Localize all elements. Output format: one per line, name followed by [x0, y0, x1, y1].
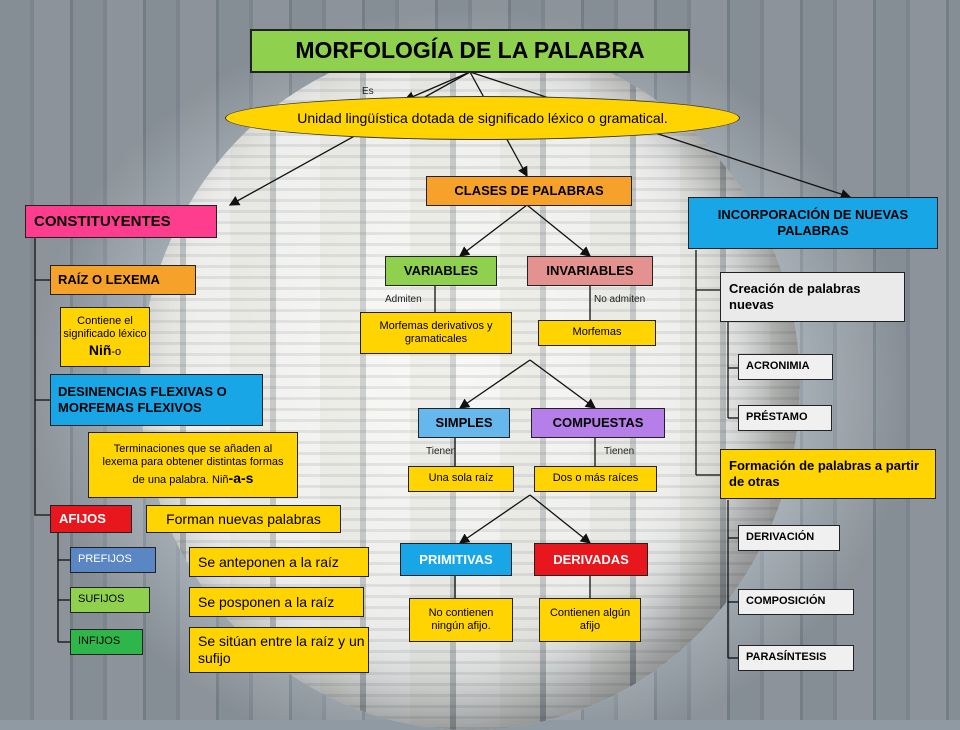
prefijos-description-box: Se anteponen a la raíz — [189, 547, 369, 577]
desinencias-description-text: Terminaciones que se añaden al lexema pa… — [102, 443, 284, 486]
raiz-description-box: Contiene el significado léxico Niñ-o — [60, 307, 150, 367]
variables-box: VARIABLES — [385, 256, 497, 286]
tienen-label-1: Tienen — [426, 446, 457, 457]
constituyentes-box: CONSTITUYENTES — [25, 205, 217, 238]
prestamo-box: PRÉSTAMO — [738, 405, 832, 431]
no-admiten-label: No admiten — [594, 294, 646, 305]
dos-o-mas-raices-box: Dos o más raíces — [534, 466, 657, 492]
raiz-example: Niñ-o — [89, 342, 121, 359]
afijos-description-box: Forman nuevas palabras — [146, 505, 341, 533]
desinencias-example: -a-s — [228, 469, 254, 486]
desinencias-description-box: Terminaciones que se añaden al lexema pa… — [88, 432, 298, 498]
raiz-description-text: Contiene el significado léxico — [63, 315, 147, 341]
raiz-example-suffix: -o — [111, 345, 122, 358]
morfemas-box: Morfemas — [538, 320, 656, 346]
infijos-description-box: Se sitúan entre la raíz y un sufijo — [189, 627, 369, 673]
page-title: MORFOLOGÍA DE LA PALABRA — [250, 29, 690, 73]
prefijos-box: PREFIJOS — [70, 547, 156, 573]
sufijos-description-box: Se posponen a la raíz — [189, 587, 364, 617]
raiz-lexema-box: RAÍZ O LEXEMA — [50, 265, 196, 295]
no-contienen-afijo-box: No contienen ningún afijo. — [409, 598, 513, 642]
composicion-box: COMPOSICIÓN — [738, 589, 854, 615]
sufijos-box: SUFIJOS — [70, 587, 150, 613]
una-sola-raiz-box: Una sola raíz — [408, 466, 514, 492]
raiz-example-root: Niñ — [88, 341, 112, 358]
simples-box: SIMPLES — [418, 408, 510, 438]
creacion-palabras-box: Creación de palabras nuevas — [720, 272, 905, 322]
compuestas-box: COMPUESTAS — [531, 408, 665, 438]
parasintesis-box: PARASÍNTESIS — [738, 645, 854, 671]
afijos-box: AFIJOS — [50, 505, 132, 533]
definition-ellipse: Unidad lingüística dotada de significado… — [225, 96, 740, 140]
desinencias-flexivas-box: DESINENCIAS FLEXIVAS O MORFEMAS FLEXIVOS — [50, 374, 263, 426]
derivadas-box: DERIVADAS — [534, 543, 648, 576]
infijos-box: INFIJOS — [70, 629, 143, 655]
desinencias-description: Terminaciones que se añaden al lexema pa… — [95, 443, 291, 487]
invariables-box: INVARIABLES — [527, 256, 653, 286]
incorporacion-nuevas-palabras-box: INCORPORACIÓN DE NUEVAS PALABRAS — [688, 197, 938, 249]
morfemas-derivativos-box: Morfemas derivativos y gramaticales — [360, 312, 512, 354]
es-label: Es — [362, 86, 374, 97]
derivacion-box: DERIVACIÓN — [738, 525, 840, 551]
primitivas-box: PRIMITIVAS — [400, 543, 512, 576]
formacion-palabras-box: Formación de palabras a partir de otras — [720, 449, 936, 499]
tienen-label-2: Tienen — [604, 446, 635, 457]
contienen-afijo-box: Contienen algún afijo — [539, 598, 641, 642]
clases-de-palabras-box: CLASES DE PALABRAS — [426, 176, 632, 206]
acronimia-box: ACRONIMIA — [738, 354, 833, 380]
admiten-label: Admiten — [385, 294, 422, 305]
